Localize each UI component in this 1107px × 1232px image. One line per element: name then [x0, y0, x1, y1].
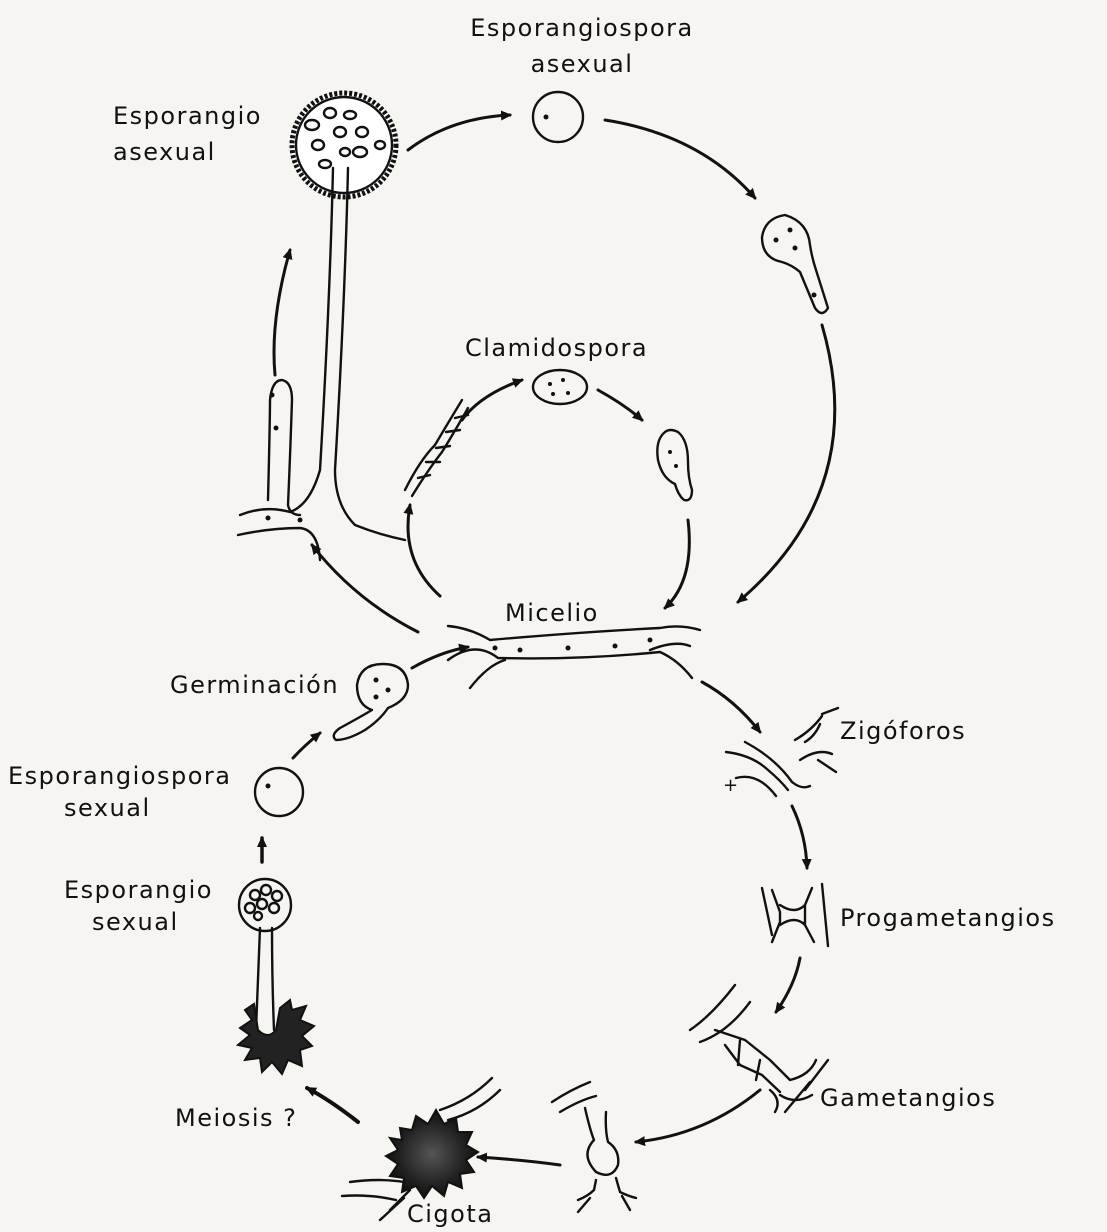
arrow-meiosis	[307, 1088, 358, 1122]
label-gametangios: Gametangios	[820, 1084, 996, 1112]
label-germinacion: Germinación	[170, 671, 339, 699]
label-cigota: Cigota	[407, 1200, 493, 1228]
label-meiosis: Meiosis ?	[175, 1104, 297, 1132]
germinating-clamidospora	[657, 430, 692, 500]
asexual-spore	[533, 92, 583, 142]
arrow-zigoforos-to-progametangios	[792, 806, 807, 868]
arrow-spore-to-germinating	[605, 120, 755, 198]
arrow-clamidospora-down	[598, 390, 642, 420]
young-sporangiophore	[268, 380, 300, 515]
label-micelio: Micelio	[505, 599, 599, 627]
cigota-zygospore	[342, 1078, 500, 1220]
label-esporangio-sexual-2: sexual	[92, 908, 179, 936]
cycle-arrows	[262, 115, 835, 1165]
sporangiophore-stalk	[290, 168, 405, 540]
zigoforos-pair	[726, 708, 838, 796]
sporangiophore-base	[238, 509, 320, 560]
label-zigoforos: Zigóforos	[840, 717, 966, 745]
zygote-forming	[552, 1082, 636, 1212]
sexual-spore	[255, 768, 303, 816]
label-esporangio-sexual-1: Esporangio	[64, 876, 213, 904]
label-esporangio-asexual-1: Esporangio	[113, 102, 262, 130]
arrow-micelio-to-sporangiophore	[312, 545, 418, 632]
arrow-micelio-to-zigoforos	[702, 682, 760, 732]
arrow-to-clamidospora	[462, 380, 522, 420]
arrow-germination-to-micelio	[412, 647, 468, 668]
arrow-sporangium-to-spore	[408, 115, 510, 150]
arrow-to-cigota	[478, 1157, 560, 1165]
gametangios-pair	[690, 985, 828, 1112]
arrow-clamido-to-micelio	[665, 520, 689, 608]
germinating-sexual-spore	[334, 664, 408, 740]
label-esporangiospora-sexual-1: Esporangiospora	[8, 762, 231, 790]
progametangios-pair	[762, 884, 828, 946]
chain-hypha	[405, 400, 468, 496]
clamidospora-cell	[533, 370, 587, 404]
arrow-to-micelio-right	[738, 325, 835, 602]
arrow-micelio-to-hypha	[408, 505, 440, 596]
label-esporangio-asexual-2: asexual	[113, 138, 216, 166]
arrow-sexual-spore-to-germination	[293, 733, 320, 758]
micelio-hypha	[448, 626, 700, 688]
arrow-progametangios-to-gametangios	[776, 958, 800, 1012]
label-esporangiospora-asexual-1: Esporangiospora	[470, 14, 693, 42]
label-clamidospora: Clamidospora	[465, 334, 648, 362]
label-progametangios: Progametangios	[840, 904, 1056, 932]
asexual-sporangium	[238, 93, 405, 560]
germinating-spore-right	[762, 215, 828, 313]
germinated-zygospore	[238, 1000, 314, 1074]
arrow-gametangios-to-zygote-forming	[636, 1090, 760, 1142]
label-esporangiospora-sexual-2: sexual	[64, 794, 151, 822]
label-esporangiospora-asexual-2: asexual	[531, 50, 634, 78]
arrow-sporangiophore-up	[274, 250, 290, 375]
